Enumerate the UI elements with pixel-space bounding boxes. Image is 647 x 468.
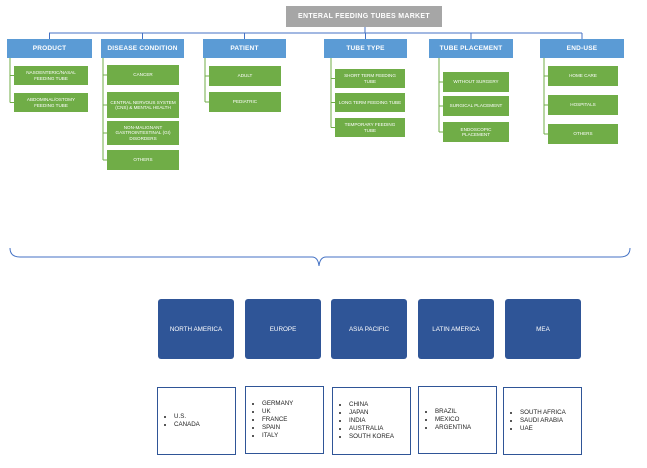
country-item: JAPAN (349, 409, 394, 417)
country-item: GERMANY (262, 400, 293, 408)
region-north-america: NORTH AMERICA (158, 299, 234, 359)
country-list: CHINAJAPANINDIAAUSTRALIASOUTH KOREA (333, 401, 394, 441)
country-item: SOUTH KOREA (349, 433, 394, 441)
sub-segment-box: ADULT (209, 66, 281, 86)
country-list-box: GERMANYUKFRANCESPAINITALY (245, 386, 324, 454)
country-list: U.S.CANADA (158, 413, 200, 429)
segment-product: PRODUCT (7, 39, 92, 58)
country-item: CANADA (174, 421, 200, 429)
sub-segment-box: HOSPITALS (548, 95, 618, 115)
country-list: SOUTH AFRICASAUDI ARABIAUAE (504, 409, 566, 433)
region-latin-america: LATIN AMERICA (418, 299, 494, 359)
country-item: ARGENTINA (435, 424, 471, 432)
country-list: GERMANYUKFRANCESPAINITALY (246, 400, 293, 440)
country-list-box: SOUTH AFRICASAUDI ARABIAUAE (503, 387, 582, 455)
country-list-box: CHINAJAPANINDIAAUSTRALIASOUTH KOREA (332, 387, 411, 455)
sub-segment-box: CANCER (107, 65, 179, 85)
sub-segment-box: LONG TERM FEEDING TUBE (335, 93, 405, 112)
country-item: SAUDI ARABIA (520, 417, 566, 425)
segment-patient: PATIENT (203, 39, 286, 58)
country-item: FRANCE (262, 416, 293, 424)
sub-segment-box: OTHERS (548, 124, 618, 144)
segment-end-use: END-USE (540, 39, 624, 58)
sub-segment-box: TEMPORARY FEEDING TUBE (335, 118, 405, 137)
region-asia-pacific: ASIA PACIFIC (331, 299, 407, 359)
country-list: BRAZILMEXICOARGENTINA (419, 408, 471, 432)
country-item: SOUTH AFRICA (520, 409, 566, 417)
sub-segment-box: HOME CARE (548, 66, 618, 86)
country-item: UAE (520, 425, 566, 433)
sub-segment-box: ENDOSCOPIC PLACEMENT (443, 122, 509, 142)
sub-segment-box: PEDIATRIC (209, 92, 281, 112)
segment-tube-placement: TUBE PLACEMENT (429, 39, 513, 58)
country-item: BRAZIL (435, 408, 471, 416)
region-europe: EUROPE (245, 299, 321, 359)
sub-segment-box: SURGICAL PLACEMENT (443, 96, 509, 116)
sub-segment-box: OTHERS (107, 150, 179, 170)
sub-segment-box: WITHOUT SURGERY (443, 72, 509, 92)
country-list-box: BRAZILMEXICOARGENTINA (418, 386, 497, 454)
country-item: INDIA (349, 417, 394, 425)
segment-tube-type: TUBE TYPE (324, 39, 407, 58)
country-item: U.S. (174, 413, 200, 421)
sub-segment-box: ABDOMINAL/OSTOMY FEEDING TUBE (14, 93, 88, 112)
country-item: MEXICO (435, 416, 471, 424)
diagram-title: ENTERAL FEEDING TUBES MARKET (286, 6, 442, 27)
region-brace (9, 247, 631, 267)
country-item: ITALY (262, 432, 293, 440)
sub-segment-box: NASOENTERIC/NASAL FEEDING TUBE (14, 66, 88, 85)
segment-disease-condition: DISEASE CONDITION (101, 39, 184, 58)
region-mea: MEA (505, 299, 581, 359)
country-item: CHINA (349, 401, 394, 409)
country-list-box: U.S.CANADA (157, 387, 236, 455)
country-item: UK (262, 408, 293, 416)
country-item: SPAIN (262, 424, 293, 432)
sub-segment-box: NON-MALIGNANT GASTROINTESTINAL (GI) DISO… (107, 121, 179, 145)
sub-segment-box: SHORT TERM FEEDING TUBE (335, 69, 405, 88)
country-item: AUSTRALIA (349, 425, 394, 433)
sub-segment-box: CENTRAL NERVOUS SYSTEM (CNS) & MENTAL HE… (107, 92, 179, 118)
